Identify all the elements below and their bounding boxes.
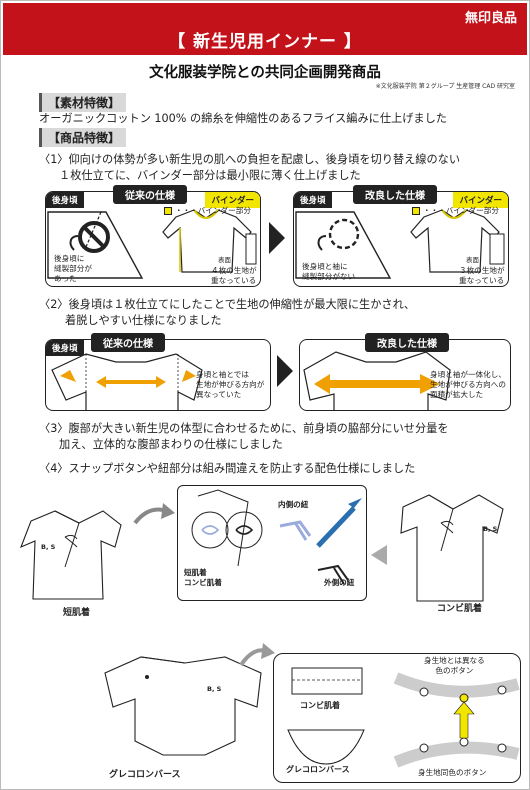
brand-logo: 無印良品 — [464, 11, 517, 26]
diagram2-old-tab: 従来の仕様 — [91, 333, 165, 352]
diagram1-old-layer-note: ４枚の生地が重なっている — [211, 266, 257, 285]
combi-undershirt-illustration — [400, 494, 504, 602]
short-undershirt-label: 短肌着 — [63, 608, 91, 618]
diagram1-new-layer-note: ３枚の生地が重なっている — [459, 266, 505, 285]
grecolon-illustration — [104, 656, 262, 756]
feature-3-line2: 加え、立体的な腹部まわりの仕様にしました — [59, 438, 283, 451]
diagram1-old-illustration — [47, 209, 257, 279]
features-heading: 【商品特徴】 — [39, 128, 127, 147]
feature-2-line1: 〈2〉後身頃は１枚仕立てにしたことで生地の伸縮性が最大限に生かされ、 — [39, 298, 416, 311]
diagram2-old-illustration — [51, 353, 203, 410]
diagram1-old-panel: 後身頃 バインダー ・・・バインダー部分 表面 後身頃に縫製部分があった ４枚の… — [45, 191, 261, 287]
diagram1-old-seam-note: 後身頃に縫製部分があった — [54, 254, 92, 283]
combi-size-mark: B, S — [483, 525, 498, 533]
outer-tie-label: 外側の紐 — [324, 578, 355, 587]
diagram1-old-binder-label: バインダー — [205, 192, 260, 208]
snap-detail-panel: コンビ肌着 グレコロンバース 身生地とは異なる色のボタン 身生地同色のボタン — [273, 653, 521, 783]
diagram1-arrow-icon — [269, 222, 285, 254]
diagram1-new-back-label: 後身頃 — [294, 192, 332, 208]
feature-4-line1: 〈4〉スナップボタンや紐部分は組み間違えを防止する配色仕様にしました — [39, 462, 416, 475]
grecolon-label-2: グレコロンバース — [286, 765, 350, 774]
feature-3-line1: 〈3〉腹部が大きい新生児の体型に合わせるために、前身頃の脇部分にいせ分量を — [39, 422, 449, 435]
short-undershirt-illustration — [20, 510, 122, 600]
diagram1-old-back-label: 後身頃 — [46, 192, 84, 208]
material-text: オーガニックコットン 100% の綿糸を伸縮性のあるフライス編みに仕上げました — [39, 112, 447, 125]
snap-detail-illustration — [287, 667, 520, 768]
grecolon-label: グレコロンバース — [109, 770, 181, 780]
diagram1-old-tab: 従来の仕様 — [113, 185, 187, 204]
diagram1-new-binder-label: バインダー — [453, 192, 508, 208]
feature-1-line2: １枚仕立てに、バインダー部分は最小限に薄く仕上げました — [59, 169, 361, 182]
inner-tie-label: 内側の紐 — [278, 500, 309, 509]
binder-legend-swatch — [412, 207, 420, 215]
different-color-button-note: 身生地とは異なる色のボタン — [424, 656, 485, 675]
diagram2-new-illustration — [303, 351, 451, 410]
curved-arrow-icon-2 — [239, 643, 275, 667]
feature-1-line1: 〈1〉仰向けの体勢が多い新生児の肌への負担を配慮し、後身頃を切り替え線のない — [39, 153, 461, 166]
diagram1-new-seam-note: 後身頃と袖に縫製部分がない — [302, 262, 356, 281]
page-subtitle: 文化服装学院との共同企画開発商品 — [149, 65, 381, 81]
tie-detail-panel: 内側の紐 外側の紐 短肌着コンビ肌着 — [177, 485, 367, 601]
diagram1-new-front-label: 表面 — [466, 256, 479, 264]
diagram1-new-panel: 後身頃 バインダー ・・・バインダー部分 表面 後身頃と袖に縫製部分がない ３枚… — [293, 191, 509, 287]
diagram2-new-note: 身頃と袖が一体化し、生地が伸びる方向への面積が拡大した — [430, 370, 506, 399]
diagram1-new-illustration — [295, 209, 505, 279]
diagram1-new-tab: 改良した仕様 — [353, 185, 437, 204]
diagram1-new-legend: ・・・バインダー部分 — [412, 206, 499, 216]
header-banner: 無印良品 【 新生児用インナー 】 — [3, 3, 527, 55]
short-combi-label: 短肌着コンビ肌着 — [184, 568, 222, 587]
grecolon-size-mark: B, S — [207, 685, 222, 693]
diagram2-old-panel: 後身頃 身頃と袖とでは生地が伸びる方向が異なっていた — [45, 339, 271, 411]
tie-detail-illustration — [191, 489, 362, 585]
same-color-button-note: 身生地同色のボタン — [418, 768, 487, 777]
left-arrow-icon — [371, 545, 387, 565]
diagram2-old-note: 身頃と袖とでは生地が伸びる方向が異なっていた — [196, 370, 265, 399]
credit-note: ※文化服装学院 第２グループ 生産管理 CAD 研究室 — [375, 83, 515, 90]
feature-2-line2: 着脱しやすい仕様になりました — [65, 314, 222, 327]
diagram2-new-tab: 改良した仕様 — [365, 333, 449, 352]
diagram2-arrow-icon — [277, 355, 293, 387]
material-heading: 【素材特徴】 — [39, 93, 127, 112]
binder-legend-swatch — [164, 207, 172, 215]
short-size-mark: B, S — [41, 543, 56, 551]
combi-label-2: コンビ肌着 — [300, 701, 340, 710]
diagram1-old-legend: ・・・バインダー部分 — [164, 206, 251, 216]
curved-arrow-icon — [133, 503, 175, 525]
combi-undershirt-label: コンビ肌着 — [437, 604, 483, 614]
diagram1-old-front-label: 表面 — [218, 256, 231, 264]
diagram2-old-back-label: 後身頃 — [46, 340, 84, 356]
page-title: 【 新生児用インナー 】 — [168, 32, 362, 52]
